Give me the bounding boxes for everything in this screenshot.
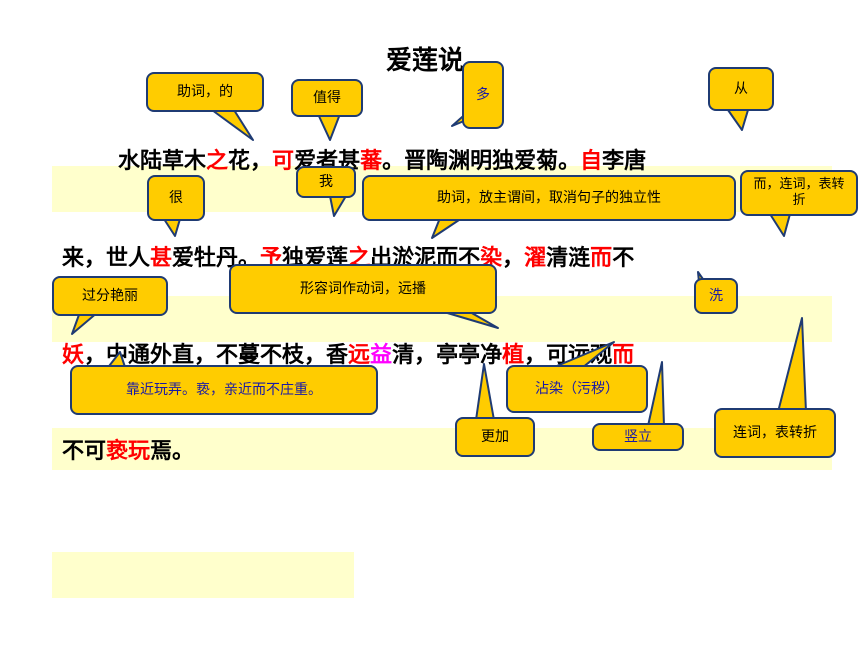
text-line-4: 不可亵玩焉。 — [62, 433, 194, 465]
glossed-word-er: 而 — [590, 246, 613, 271]
glossed-word-zhuo: 濯 — [524, 246, 547, 271]
note-gengjia: 更加 — [455, 417, 535, 457]
text-seg: 来，世人 — [62, 246, 151, 271]
note-de: 助词，的 — [146, 72, 264, 112]
note-xi: 洗 — [694, 278, 738, 314]
note-cong: 从 — [708, 67, 774, 111]
text-line-3: 妖，中通外直，不蔓不枝，香远益清，亭亭净植，可远观而 — [62, 337, 634, 369]
tail-lianci1 — [769, 213, 791, 237]
glossed-word-zi: 自 — [580, 149, 603, 174]
note-zhuci: 助词，放主谓间，取消句子的独立性 — [362, 175, 736, 221]
note-zhanran: 沾染（污秽） — [506, 365, 648, 413]
glossed-word-ke: 可 — [272, 149, 295, 174]
note-guofen: 过分艳丽 — [52, 276, 168, 316]
tail-hen — [163, 218, 181, 237]
glossed-word-xiewan: 亵玩 — [106, 439, 151, 464]
text-seg: 水陆草木 — [118, 149, 207, 174]
text-seg: 花， — [228, 149, 273, 174]
note-wo: 我 — [296, 166, 356, 198]
highlight-stripe-3 — [52, 428, 832, 470]
page-title: 爱莲说 — [386, 46, 465, 76]
glossed-word-zhi-plant: 植 — [502, 343, 525, 368]
glossed-word-yi: 益 — [370, 343, 393, 368]
glossed-word-yuan: 远 — [348, 343, 371, 368]
glossed-word-shen: 甚 — [150, 246, 173, 271]
tail-xingrong — [443, 311, 499, 329]
text-seg: 。晋陶渊明独爱菊。 — [382, 149, 581, 174]
text-seg: ， — [502, 246, 525, 271]
tail-zhuci — [431, 217, 463, 239]
text-seg: 清涟 — [546, 246, 591, 271]
highlight-stripe-4 — [52, 552, 354, 598]
text-seg: ，中通外直，不蔓不枝，香 — [84, 343, 349, 368]
note-lianci1: 而，连词，表转折 — [740, 170, 858, 216]
glossed-word-er-2: 而 — [612, 343, 635, 368]
tail-cong — [727, 109, 749, 131]
text-seg: 不 — [612, 246, 635, 271]
note-kaojin: 靠近玩弄。亵，亲近而不庄重。 — [70, 365, 378, 415]
tail-gengjia — [475, 363, 495, 421]
glossed-word-zhi: 之 — [206, 149, 229, 174]
note-hen: 很 — [147, 175, 205, 221]
note-xingrong: 形容词作动词，远播 — [229, 264, 497, 314]
text-seg: 焉。 — [150, 439, 195, 464]
tail-zhide — [317, 113, 341, 141]
tail-de — [211, 109, 254, 141]
note-duo: 多 — [462, 61, 504, 129]
tail-shuli — [647, 361, 665, 427]
note-zhide: 值得 — [291, 79, 363, 117]
note-shuli: 竖立 — [592, 423, 684, 451]
text-seg: 李唐 — [602, 149, 647, 174]
tail-wo — [329, 195, 347, 217]
tail-lianci2 — [777, 317, 807, 413]
glossed-word-yao: 妖 — [62, 343, 85, 368]
glossed-word-fan: 蕃 — [360, 149, 383, 174]
text-seg: 不可 — [62, 439, 107, 464]
note-lianci2: 连词，表转折 — [714, 408, 836, 458]
